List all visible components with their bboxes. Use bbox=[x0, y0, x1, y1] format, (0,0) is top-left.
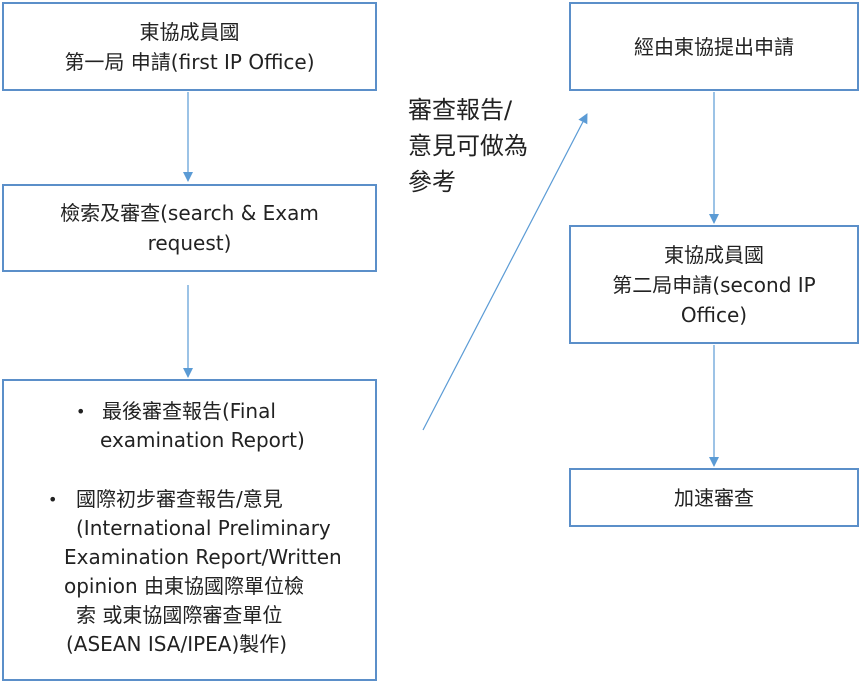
box-line: 東協成員國 bbox=[140, 17, 240, 47]
bullet-international-report: • 國際初步審查報告/意見 (International Preliminary… bbox=[4, 485, 375, 659]
bullet-line: 索 或東協國際審查單位 bbox=[76, 601, 375, 630]
accelerated-exam-box: 加速審查 bbox=[569, 468, 859, 527]
bullet-icon: • bbox=[48, 485, 57, 514]
apply-via-asean-box: 經由東協提出申請 bbox=[569, 2, 859, 91]
search-exam-box: 檢索及審查(search & Exam request) bbox=[2, 184, 377, 272]
box-line: 東協成員國 bbox=[664, 240, 764, 270]
label-line: 參考 bbox=[408, 164, 528, 200]
bullet-line: Examination Report/Written bbox=[64, 543, 375, 572]
bullet-line: 最後審查報告(Final bbox=[102, 397, 375, 426]
bullet-line: opinion 由東協國際單位檢 bbox=[64, 572, 375, 601]
box-line: 經由東協提出申請 bbox=[634, 32, 794, 62]
bullet-line: 國際初步審查報告/意見 bbox=[76, 485, 375, 514]
bullet-line: (ASEAN ISA/IPEA)製作) bbox=[66, 630, 375, 659]
label-line: 審查報告/ bbox=[408, 92, 528, 128]
box-line: 第一局 申請(first IP Office) bbox=[64, 47, 314, 77]
box-line: 檢索及審查(search & Exam bbox=[60, 198, 319, 228]
bullet-icon: • bbox=[76, 397, 85, 426]
second-ip-office-box: 東協成員國 第二局申請(second IP Office) bbox=[569, 225, 859, 344]
bullet-line: examination Report) bbox=[100, 426, 375, 455]
reference-label: 審查報告/ 意見可做為 參考 bbox=[408, 92, 528, 200]
box-line: Office) bbox=[681, 300, 747, 330]
box-line: 加速審查 bbox=[674, 483, 754, 513]
box-line: request) bbox=[148, 228, 232, 258]
reports-box: • 最後審查報告(Final examination Report) • 國際初… bbox=[2, 379, 377, 681]
box-line: 第二局申請(second IP bbox=[612, 270, 815, 300]
bullet-final-report: • 最後審查報告(Final examination Report) bbox=[4, 397, 375, 455]
label-line: 意見可做為 bbox=[408, 128, 528, 164]
bullet-line: (International Preliminary bbox=[76, 514, 375, 543]
first-ip-office-box: 東協成員國 第一局 申請(first IP Office) bbox=[2, 2, 377, 91]
